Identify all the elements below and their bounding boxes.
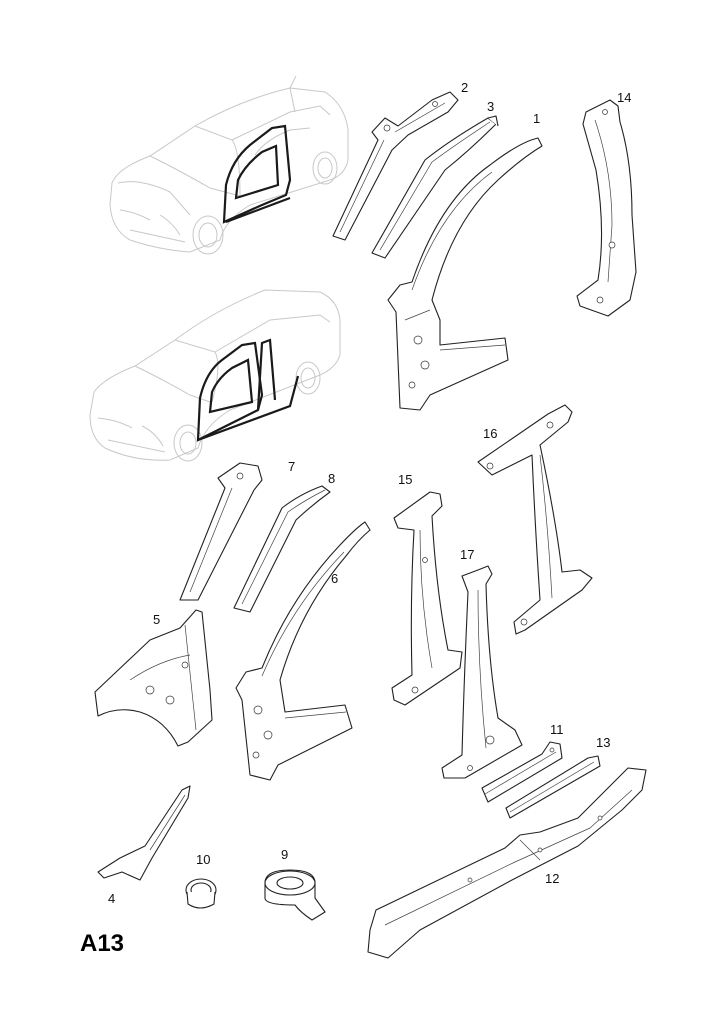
callout-17: 17 [460,547,475,562]
part-7-windshield-pillar-reinforcement [179,462,263,601]
callout-6: 6 [331,571,339,586]
part-15-center-pillar-inner [391,491,463,706]
part-10-grommet [185,878,217,909]
callout-12: 12 [545,871,560,886]
part-8-roof-rail-inner [233,485,331,613]
callout-9: 9 [281,847,289,862]
callout-13: 13 [596,735,611,750]
callout-2: 2 [461,80,469,95]
part-2-windshield-pillar-reinforcement [332,91,459,241]
callout-3: 3 [487,99,495,114]
callout-7: 7 [288,459,296,474]
callout-16: 16 [483,426,498,441]
callout-11: 11 [550,722,564,737]
callout-10: 10 [196,852,211,867]
part-12-rocker-panel [367,767,647,959]
callout-4: 4 [108,891,116,906]
part-5-front-wheelhouse-panel [94,609,213,747]
callout-8: 8 [328,471,336,486]
callout-15: 15 [398,472,413,487]
part-17-center-pillar-reinforcement [441,565,523,779]
hatchback-car-icon [109,75,349,255]
callout-5: 5 [153,612,161,627]
part-1-body-side-frame [387,137,543,411]
part-3-roof-rail-inner [371,115,499,259]
wagon-car-icon [89,289,341,462]
part-11-rocker-reinforcement [481,741,563,803]
diagram-code-label: A13 [80,930,125,957]
part-16-center-pillar-outer [477,404,593,635]
callout-1: 1 [533,111,541,126]
callout-14: 14 [617,90,632,105]
part-6-body-side-frame [235,521,371,781]
part-13-rocker-reinforcement [505,755,601,819]
part-14-rear-pillar-panel [576,99,637,317]
part-4-pillar-seal-bracket [97,785,191,881]
part-9-tape-roll [264,869,326,921]
